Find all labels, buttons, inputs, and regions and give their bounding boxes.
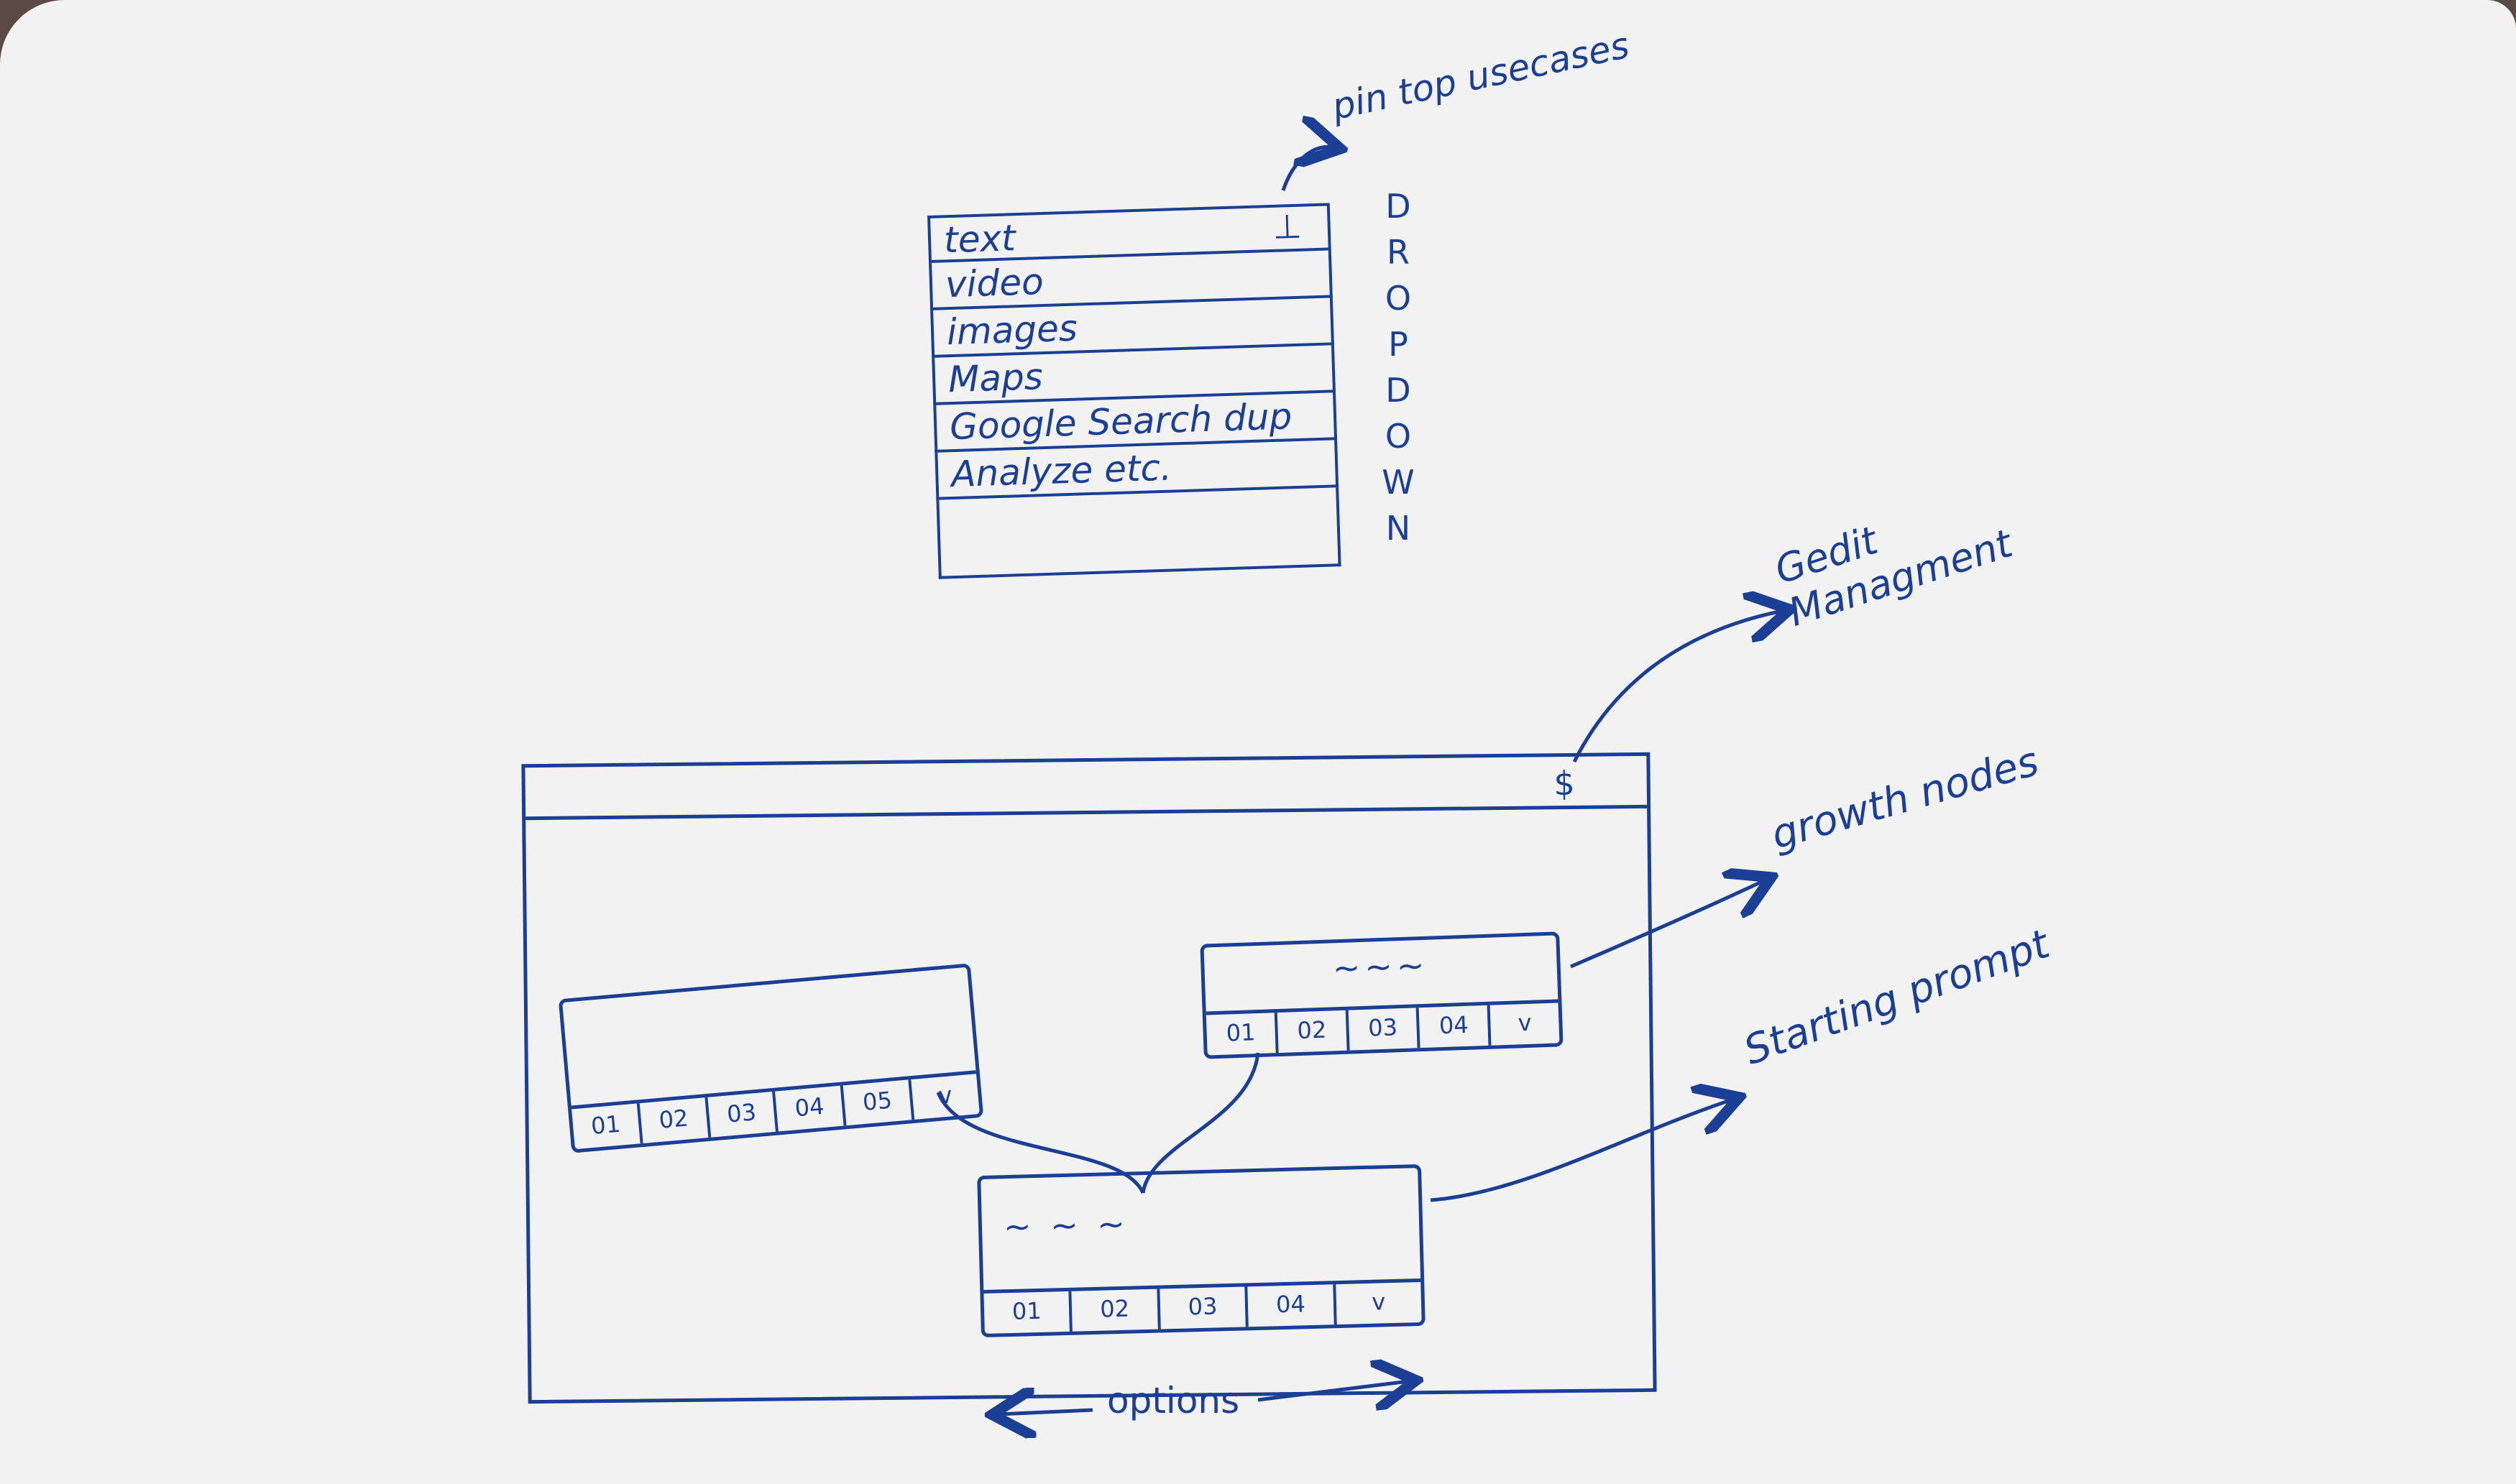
node-options: 01 02 03 04 v	[983, 1278, 1422, 1334]
node-option[interactable]: 01	[983, 1291, 1073, 1334]
dropdown-item-label: video	[945, 260, 1044, 306]
node-option[interactable]: v	[937, 1081, 954, 1110]
pin-icon[interactable]: ⊥	[1272, 206, 1303, 246]
node-text: ~~~	[1331, 945, 1430, 988]
dropdown-item-label: text	[943, 217, 1016, 262]
node-option[interactable]: 01	[571, 1103, 643, 1150]
credit-icon[interactable]: $	[1553, 763, 1576, 803]
dropdown-label-letter: O	[1385, 417, 1412, 456]
pin-annotation-arrow	[1281, 147, 1333, 191]
dropdown-label-letter: D	[1385, 187, 1411, 226]
node-option[interactable]: 04	[775, 1085, 847, 1132]
starting-prompt-node[interactable]: ~ ~ ~ 01 02 03 04 v	[977, 1163, 1425, 1338]
dropdown-label-letter: N	[1385, 509, 1411, 548]
dropdown-label-letter: D	[1385, 371, 1411, 410]
dropdown-vertical-label: D R O P D O W N	[1377, 183, 1420, 551]
options-annotation: options	[1107, 1380, 1240, 1421]
dropdown-item-label: images	[946, 307, 1078, 354]
dropdown-item-label: Maps	[947, 356, 1044, 401]
node-option[interactable]: 04	[1419, 1005, 1492, 1049]
dropdown-label-letter: P	[1388, 325, 1408, 364]
node-option[interactable]: 02	[1277, 1010, 1350, 1054]
growth-node-right[interactable]: ~~~ 01 02 03 04 v	[1200, 931, 1564, 1059]
node-option[interactable]: 03	[1348, 1008, 1420, 1051]
dropdown-label-letter: R	[1387, 233, 1410, 272]
starting-annotation-arrow	[1430, 1100, 1732, 1202]
canvas-top-bar: $	[525, 755, 1648, 821]
dropdown-label-letter: W	[1382, 463, 1415, 502]
node-options: 01 02 03 04 v	[1206, 999, 1560, 1056]
node-option[interactable]: 05	[843, 1079, 915, 1126]
node-option[interactable]: v	[1371, 1288, 1386, 1316]
options-arrow-left	[999, 1410, 1093, 1414]
node-option[interactable]: 04	[1247, 1284, 1337, 1327]
growth-annotation-arrow	[1570, 880, 1765, 969]
credit-annotation-arrow	[1572, 611, 1783, 763]
dropdown-item-label: Google Search dup	[949, 395, 1293, 448]
node-option[interactable]: v	[1517, 1008, 1533, 1037]
node-text: ~ ~ ~	[1003, 1204, 1130, 1247]
options-arrow-right	[1257, 1381, 1409, 1400]
usecase-dropdown[interactable]: text ⊥ video images Maps Google Search d…	[927, 203, 1341, 579]
node-option[interactable]: 03	[1160, 1286, 1249, 1329]
node-option[interactable]: 01	[1206, 1013, 1279, 1056]
dropdown-item-empty	[936, 487, 1341, 579]
node-option[interactable]: 02	[1071, 1289, 1161, 1332]
link-left-node	[936, 1092, 1145, 1194]
node-option[interactable]: 02	[639, 1097, 711, 1143]
dropdown-item-label: Analyze etc.	[950, 446, 1172, 496]
dropdown-label-letter: O	[1385, 279, 1412, 318]
node-option[interactable]: 03	[707, 1091, 779, 1138]
link-right-node	[1141, 1052, 1260, 1194]
